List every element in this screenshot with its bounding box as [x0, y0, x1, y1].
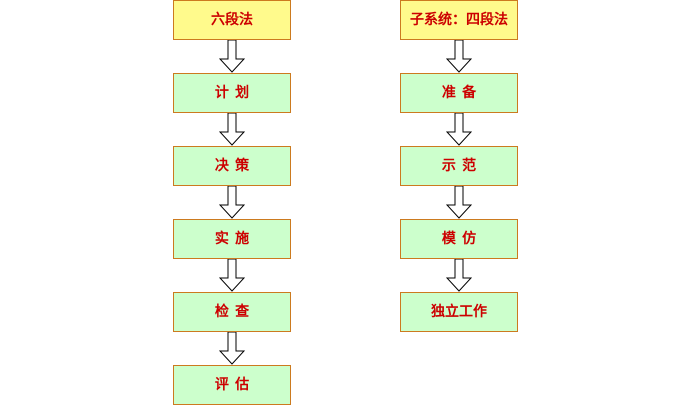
flow-connector-right-2: [400, 113, 518, 146]
flow-step-right-3[interactable]: 模仿: [400, 219, 518, 259]
flow-step-left-5-label: 评估: [214, 377, 256, 393]
flow-connector-left-1: [173, 40, 291, 73]
down-block-arrow-icon: [446, 186, 472, 219]
flow-header-right-label: 子系统：四段法: [410, 12, 508, 28]
flow-step-right-4[interactable]: 独立工作: [400, 292, 518, 332]
flow-connector-left-5: [173, 332, 291, 365]
down-block-arrow-icon: [219, 40, 245, 73]
flow-step-right-1-label: 准备: [441, 85, 483, 101]
flow-header-right[interactable]: 子系统：四段法: [400, 0, 518, 40]
flow-step-left-3-label: 实施: [214, 231, 256, 247]
flow-step-left-5[interactable]: 评估: [173, 365, 291, 405]
flow-step-right-2[interactable]: 示范: [400, 146, 518, 186]
flow-step-right-4-label: 独立工作: [431, 304, 487, 320]
down-block-arrow-icon: [219, 186, 245, 219]
flow-step-right-2-label: 示范: [441, 158, 483, 174]
flow-step-right-3-label: 模仿: [441, 231, 483, 247]
flow-connector-left-3: [173, 186, 291, 219]
down-block-arrow-icon: [219, 113, 245, 146]
flow-connector-right-1: [400, 40, 518, 73]
flow-connector-left-2: [173, 113, 291, 146]
flow-step-left-3[interactable]: 实施: [173, 219, 291, 259]
flow-connector-right-3: [400, 186, 518, 219]
flow-step-left-1-label: 计划: [214, 85, 256, 101]
down-block-arrow-icon: [446, 113, 472, 146]
flow-column-four-step-subsystem: 子系统：四段法 准备 示范 模仿: [400, 0, 518, 332]
down-block-arrow-icon: [446, 40, 472, 73]
down-block-arrow-icon: [446, 259, 472, 292]
flow-step-left-2[interactable]: 决策: [173, 146, 291, 186]
flow-step-left-4[interactable]: 检查: [173, 292, 291, 332]
flow-connector-left-4: [173, 259, 291, 292]
flow-header-left[interactable]: 六段法: [173, 0, 291, 40]
flow-step-left-1[interactable]: 计划: [173, 73, 291, 113]
down-block-arrow-icon: [219, 259, 245, 292]
flow-connector-right-4: [400, 259, 518, 292]
flow-step-right-1[interactable]: 准备: [400, 73, 518, 113]
flow-step-left-2-label: 决策: [214, 158, 256, 174]
flow-step-left-4-label: 检查: [214, 304, 256, 320]
flow-header-left-label: 六段法: [211, 12, 253, 28]
down-block-arrow-icon: [219, 332, 245, 365]
flow-column-six-step-method: 六段法 计划 决策 实施: [173, 0, 291, 405]
